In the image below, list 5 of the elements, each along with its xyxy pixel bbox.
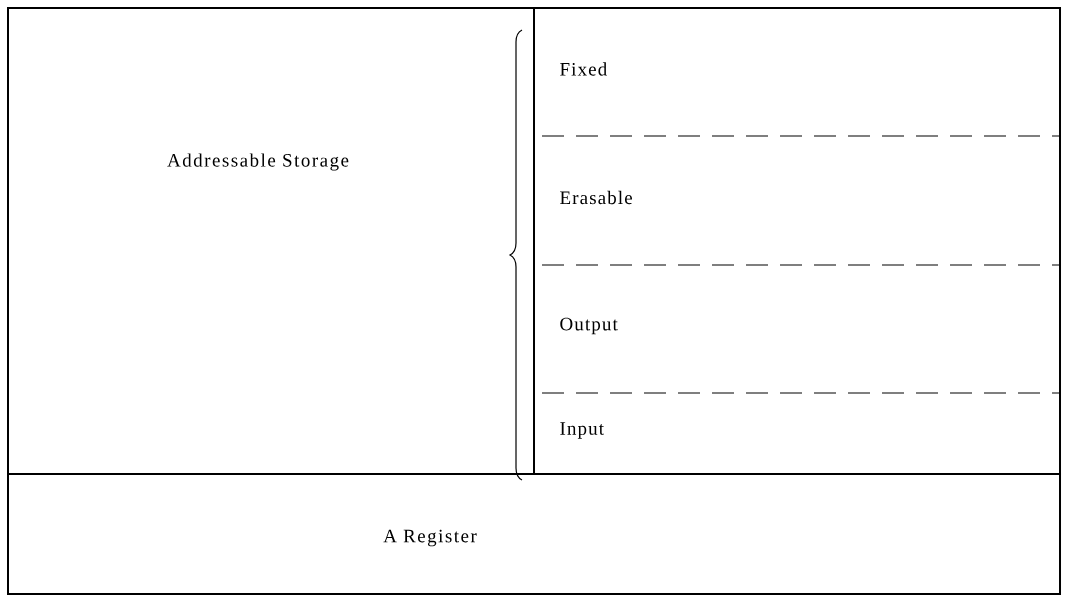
storage-section: Output [560,317,618,335]
storage-section: Input [560,422,604,439]
storage-section: Fixed [560,62,607,76]
register-box: A Register [7,473,1061,595]
storage-section: Erasable [560,190,632,205]
